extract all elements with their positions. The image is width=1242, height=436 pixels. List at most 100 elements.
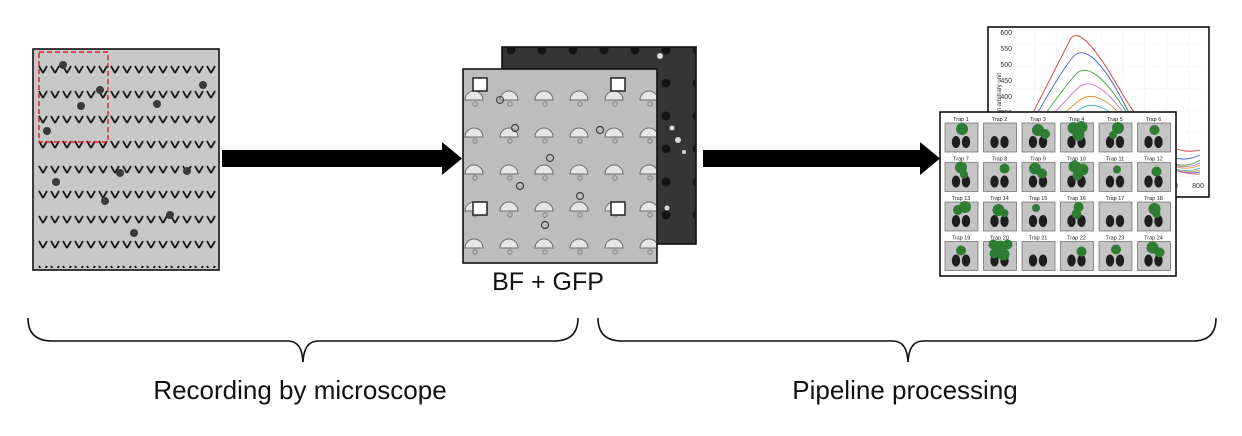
trap-label: Trap 7 [953,157,969,163]
y-tick: 600 [1000,30,1012,37]
segmented-cell [989,248,1000,259]
trap-label: Trap 22 [1067,236,1086,242]
segmented-cell [997,248,1010,261]
trap-post [1000,215,1009,227]
pipeline-label: Pipeline processing [792,375,1018,405]
trap-thumbnail [983,122,1017,153]
trap-post [1038,215,1048,227]
brace-recording [27,317,579,363]
trap-post [1105,175,1115,188]
trap-label: Trap 3 [1030,117,1046,123]
segmented-cell [1072,129,1085,141]
trap-thumbnail [944,122,979,153]
trap-label: Trap 20 [990,236,1009,242]
trap-post [1038,136,1048,148]
segmented-cell [1113,165,1121,174]
trap-post [1154,175,1163,188]
trap-label: Trap 15 [1029,196,1048,202]
segmented-cell [1072,170,1083,181]
trap-label: Trap 4 [1069,117,1085,123]
trap-post [1028,254,1038,267]
trap-label: Trap 14 [990,196,1009,202]
trap-post [1067,136,1076,148]
trap-post [951,254,961,267]
trap-post [961,136,971,148]
segmented-cell [1151,166,1162,177]
trap-post [961,254,971,267]
trap-label: Trap 13 [952,196,971,202]
brace-pipeline [597,317,1217,363]
trap-label: Trap 23 [1106,236,1125,242]
trap-label: Trap 18 [1144,196,1163,202]
trap-label: Trap 10 [1067,157,1086,163]
trap-label: Trap 17 [1106,196,1125,202]
trap-post [1067,254,1076,267]
segmented-cell [1002,239,1013,250]
segmented-cell [1112,122,1124,134]
trap-post [1038,175,1048,188]
trap-label: Trap 21 [1029,236,1048,242]
trap-post [1115,215,1125,227]
segmented-cell [956,245,966,256]
trap-label: Trap 8 [992,157,1008,163]
trap-post [1154,254,1163,267]
trap-post [1105,215,1115,227]
trap-pattern [36,50,218,268]
segmented-cell [999,163,1010,174]
trap-label: Trap 2 [992,117,1008,123]
trap-post [961,175,971,188]
trap-thumbnail [1098,201,1133,232]
trap-post [1028,215,1038,227]
trap-post [1105,254,1115,267]
y-tick: 500 [1000,62,1012,69]
trap-post [951,215,961,227]
trap-label: Trap 1 [953,117,969,123]
trap-post [1154,215,1163,227]
trap-label: Trap 16 [1067,196,1086,202]
segmented-cell [959,201,971,213]
trap-post [1000,175,1009,188]
trap-post [951,175,961,188]
x-tick: 800 [1192,183,1204,190]
y-axis-label: Area in arbitrary unit [997,73,1003,127]
trap-post [1105,136,1115,148]
cells [43,61,207,237]
trap-thumbnail [1137,162,1171,192]
recording-label: Recording by microscope [153,375,447,405]
segmented-cell [1076,246,1087,257]
segmented-cell [1032,204,1040,212]
trap-label: Trap 9 [1030,157,1046,163]
segmented-cell [1071,209,1082,219]
roi-box [38,51,109,143]
y-tick: 450 [1000,78,1012,85]
segmented-cell [956,123,968,135]
trap-post [1115,254,1125,267]
trap-label: Trap 24 [1144,236,1163,242]
arrow-to-images [222,142,462,175]
trap-post [1000,136,1009,148]
trap-post [1144,175,1153,188]
channels-label: BF + GFP [492,268,604,296]
bf-image [462,68,658,264]
segmented-cell [1111,244,1121,255]
trap-post [1028,136,1038,148]
trap-post [990,215,999,227]
trap-post [961,215,971,227]
trap-post [1154,136,1163,148]
trap-post [1028,175,1038,188]
trap-post [1115,175,1125,188]
y-tick: 550 [1000,46,1012,53]
trap-post [951,136,961,148]
segmented-cell [1040,129,1050,139]
arrow-to-pipeline [703,142,940,175]
trap-post [1144,254,1153,267]
segmented-cell [1000,209,1009,217]
trap-label: Trap 12 [1144,157,1163,163]
trap-post [1077,254,1086,267]
trap-thumbnail [1021,241,1056,271]
trap-post [990,175,999,188]
trap-post [1115,136,1125,148]
